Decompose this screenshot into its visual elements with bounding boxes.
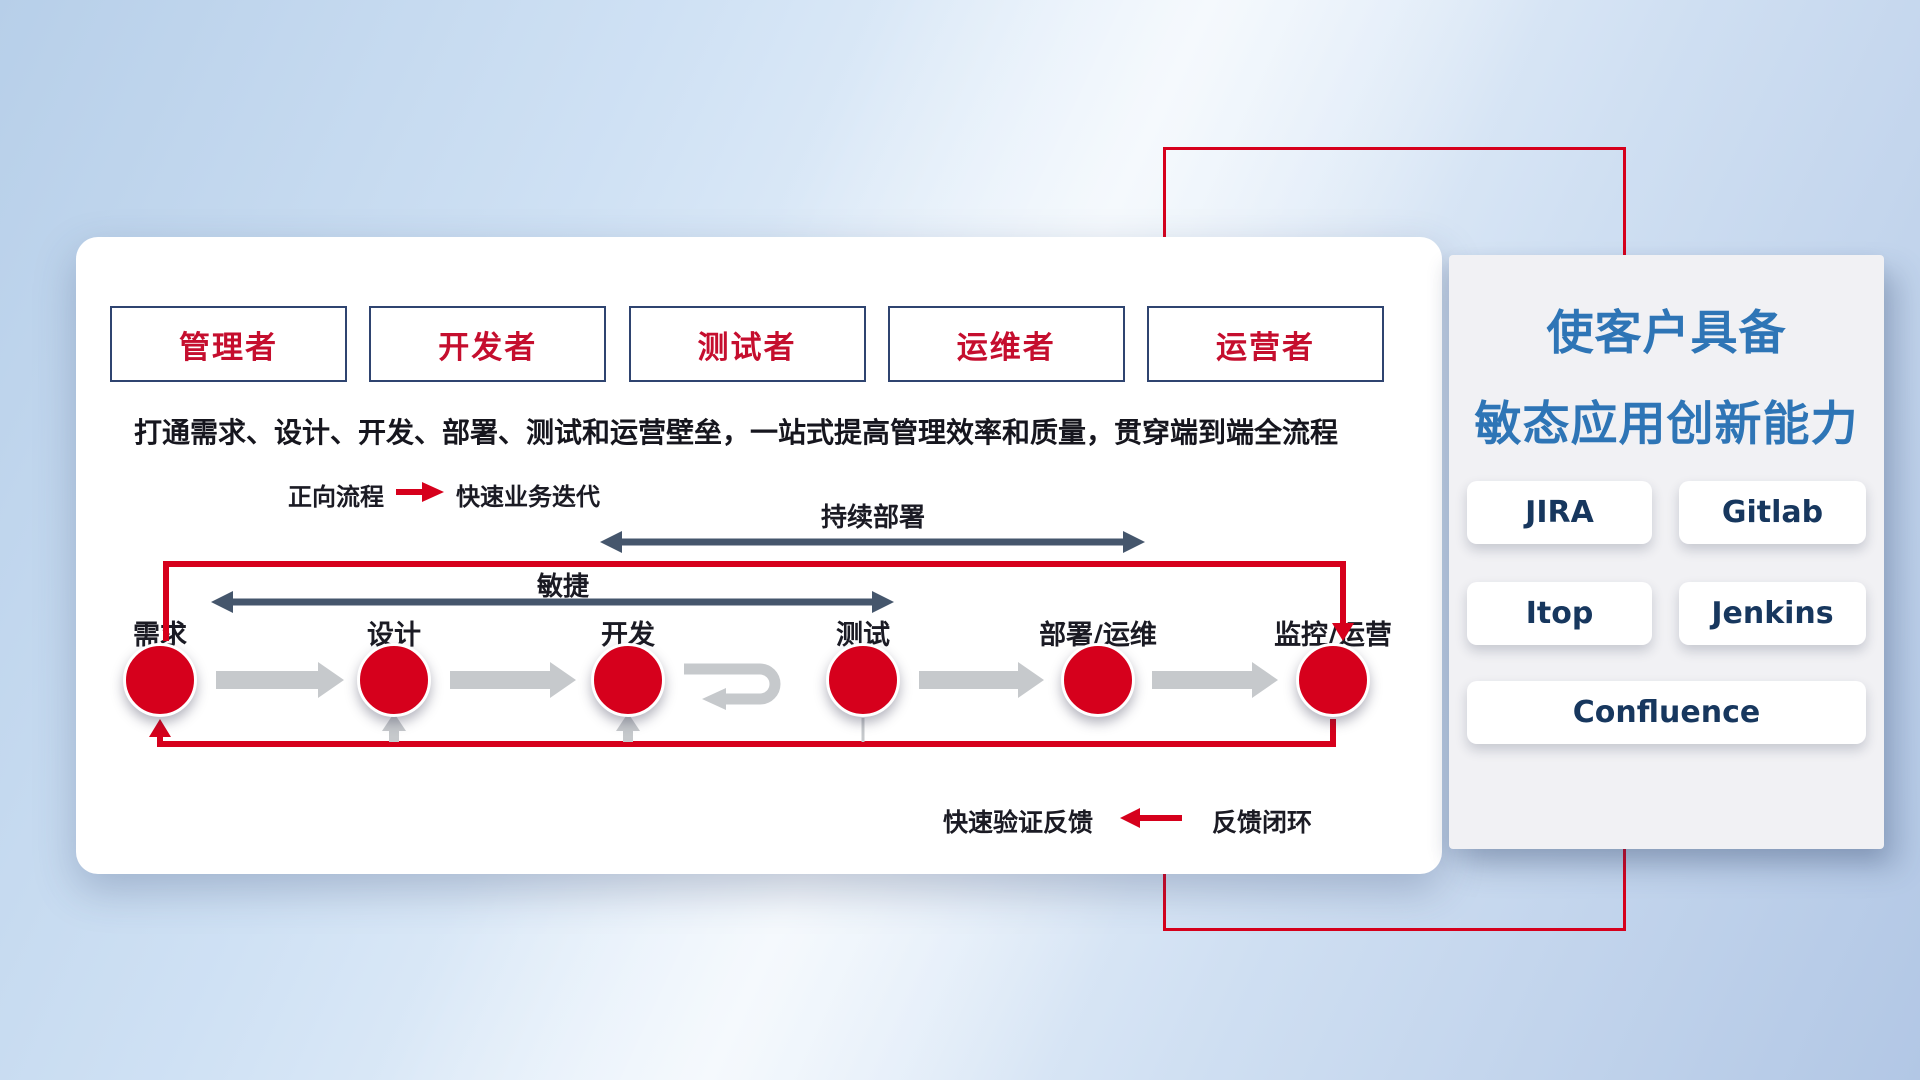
agile-arrow <box>211 591 894 613</box>
forward-flow-arrow-icon <box>396 482 444 502</box>
stage-circle-design <box>357 643 431 717</box>
stage-circle-develop <box>591 643 665 717</box>
forward-step-arrow-2 <box>450 662 576 698</box>
role-label: 运营者 <box>1216 329 1315 366</box>
capability-title-line2: 敏态应用创新能力 <box>1474 397 1859 452</box>
tool-button-itop: Itop <box>1467 582 1652 645</box>
forward-step-arrow-4 <box>1152 662 1278 698</box>
role-box-tester: 测试者 <box>628 306 866 382</box>
tool-button-jira: JIRA <box>1467 481 1652 544</box>
continuous-deploy-label: 持续部署 <box>820 503 925 533</box>
feedback-loop-top-line <box>163 561 1354 641</box>
role-box-manager: 管理者 <box>110 306 347 382</box>
feedback-loop-label: 反馈闭环 <box>1212 808 1313 837</box>
capability-title-line1: 使客户具备 <box>1546 306 1787 361</box>
iteration-loop-icon <box>684 663 781 710</box>
tool-button-confluence: Confluence <box>1467 681 1866 744</box>
role-label: 开发者 <box>438 329 538 366</box>
role-box-operator: 运营者 <box>1147 306 1384 382</box>
legend-forward-desc: 快速业务迭代 <box>456 483 600 511</box>
tool-button-gitlab: Gitlab <box>1679 481 1866 544</box>
agile-label: 敏捷 <box>536 572 589 602</box>
stage-circle-test <box>826 643 900 717</box>
stage-circle-requirements <box>123 643 197 717</box>
devops-flow-panel: 管理者 开发者 测试者 运维者 运营者 打通需求、设计、开发、部署、测试和运营壁… <box>76 237 1442 874</box>
role-label: 运维者 <box>956 329 1056 366</box>
role-box-developer: 开发者 <box>369 306 607 382</box>
feedback-arrow-icon <box>1120 808 1182 828</box>
feedback-desc-label: 快速验证反馈 <box>943 808 1094 837</box>
stage-circle-monitor-ops <box>1296 643 1370 717</box>
role-box-ops: 运维者 <box>887 306 1125 382</box>
continuous-deploy-arrow <box>600 531 1145 553</box>
process-description: 打通需求、设计、开发、部署、测试和运营壁垒，一站式提高管理效率和质量，贯穿端到端… <box>134 416 1339 449</box>
forward-step-arrow-1 <box>216 662 344 698</box>
tool-button-jenkins: Jenkins <box>1679 582 1866 645</box>
flow-arrows-layer <box>149 482 1354 828</box>
legend-forward-label: 正向流程 <box>288 483 384 511</box>
role-label: 测试者 <box>697 329 797 366</box>
feedback-up-arrow-dev <box>616 713 640 742</box>
role-label: 管理者 <box>179 329 278 366</box>
forward-step-arrow-3 <box>919 662 1044 698</box>
capability-panel: 使客户具备 敏态应用创新能力 JIRA Gitlab Itop Jenkins … <box>1449 255 1884 849</box>
feedback-up-arrow-design <box>382 713 406 742</box>
feedback-loop-bottom-line <box>149 719 1336 747</box>
stage-circle-deploy-ops <box>1061 643 1135 717</box>
roles-row: 管理者 开发者 测试者 运维者 运营者 <box>110 306 1384 382</box>
